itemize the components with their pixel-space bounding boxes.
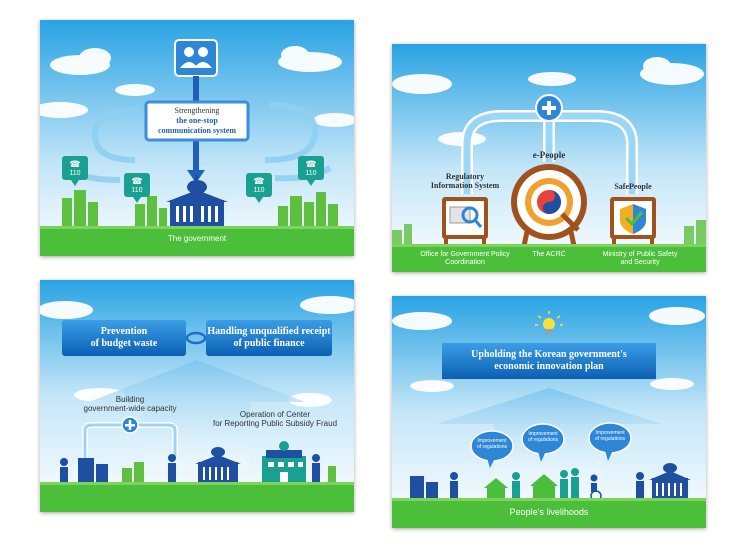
safepeople-title: SafePeople bbox=[614, 182, 652, 191]
panel-economic-innovation: Upholding the Korean government's econom… bbox=[392, 296, 706, 528]
panel-communication-system: Strengthening the one-stop communication… bbox=[40, 20, 354, 256]
phone-label-1: 110 bbox=[69, 170, 81, 177]
upward-arrow bbox=[89, 360, 305, 470]
bubble-1-line2: of regulations bbox=[476, 444, 508, 450]
improvement-bubbles bbox=[470, 422, 632, 468]
e-people-target-icon bbox=[511, 164, 587, 250]
caption-office-line1: Office for Government Policy bbox=[420, 251, 510, 258]
capacity-line1: Building bbox=[115, 395, 145, 404]
livelihoods-label: People's livelihoods bbox=[509, 507, 589, 517]
innovation-banner bbox=[442, 343, 656, 379]
panel4-illustration bbox=[392, 296, 706, 528]
phone-glyph-4: ☎ bbox=[305, 159, 317, 169]
center-operation-line2: for Reporting Public Subsidy Fraud bbox=[212, 419, 338, 428]
caption-ministry-line2: and Security bbox=[620, 259, 660, 266]
government-building-icon bbox=[195, 447, 241, 484]
clouds bbox=[392, 57, 704, 146]
handling-line1: Handling unqualified receipt bbox=[207, 326, 331, 337]
panel3-illustration bbox=[40, 280, 354, 512]
capacity-label: Building government-wide capacity bbox=[60, 395, 200, 413]
buildings-right bbox=[278, 192, 338, 228]
prevention-box-label: Prevention of budget waste bbox=[62, 320, 186, 356]
handling-box-label: Handling unqualified receipt of public f… bbox=[206, 320, 332, 356]
panel2-illustration bbox=[392, 44, 706, 272]
reporting-center-building-icon bbox=[262, 441, 306, 484]
prevention-box bbox=[62, 320, 186, 356]
people-right bbox=[312, 454, 336, 484]
panel-e-people: e-People Regulatory Information System S… bbox=[392, 44, 706, 272]
grass bbox=[40, 226, 354, 256]
bubble-2-line2: of regulations bbox=[527, 437, 559, 443]
prevention-line1: Prevention bbox=[100, 326, 148, 337]
lightbulb-icon bbox=[535, 311, 563, 334]
caption-ministry: Ministry of Public Safety and Security bbox=[580, 251, 700, 267]
clouds bbox=[40, 296, 354, 407]
regulatory-title-line2: Information System bbox=[430, 181, 500, 190]
bubble-label-2: Improvement of regulations bbox=[522, 431, 564, 443]
grass bbox=[392, 244, 706, 272]
caption-ministry-line1: Ministry of Public Safety bbox=[602, 251, 678, 258]
caption-office-line2: Coordination bbox=[445, 259, 485, 266]
caption-acrc: The ACRC bbox=[532, 251, 566, 258]
people-group bbox=[512, 468, 579, 500]
bubble-3-line1: Improvement bbox=[595, 430, 625, 436]
handling-line2: of public finance bbox=[233, 338, 305, 349]
phone-label-3: 110 bbox=[253, 187, 265, 194]
panel1-illustration bbox=[40, 20, 354, 256]
grass bbox=[40, 482, 354, 512]
bubble-1-line1: Improvement bbox=[477, 438, 507, 444]
banner-line2: economic innovation plan bbox=[494, 361, 604, 372]
regulatory-title-line1: Regulatory bbox=[445, 172, 485, 181]
clouds bbox=[40, 46, 354, 127]
clouds bbox=[392, 307, 705, 392]
phone-glyph-1: ☎ bbox=[69, 159, 81, 169]
bubble-3-line2: of regulations bbox=[594, 436, 626, 442]
capacity-line2: government-wide capacity bbox=[83, 404, 177, 413]
box-line3: communication system bbox=[158, 126, 236, 135]
buildings-left bbox=[62, 190, 167, 228]
government-building-icon bbox=[649, 463, 691, 500]
panel-public-finance: Prevention of budget waste Handling unqu… bbox=[40, 280, 354, 512]
buildings-left bbox=[410, 472, 458, 500]
communication-box bbox=[144, 100, 250, 142]
bubble-2-line1: Improvement bbox=[528, 431, 558, 437]
prevention-line2: of budget waste bbox=[90, 338, 158, 349]
caption-office-policy: Office for Government Policy Coordinatio… bbox=[402, 251, 528, 267]
buildings bbox=[392, 220, 706, 244]
grass bbox=[392, 498, 706, 528]
government-label: The government bbox=[167, 234, 227, 243]
communication-box-label: Strengthening the one-stop communication… bbox=[146, 104, 248, 138]
center-operation-label: Operation of Center for Reporting Public… bbox=[200, 410, 350, 428]
box-line1: Strengthening bbox=[174, 106, 220, 115]
government-building-icon bbox=[166, 175, 228, 226]
regulatory-board-icon bbox=[442, 197, 488, 249]
innovation-banner-label: Upholding the Korean government's econom… bbox=[442, 343, 656, 379]
safepeople-board-icon bbox=[610, 197, 656, 249]
buildings-left bbox=[60, 458, 108, 484]
phone-glyph-3: ☎ bbox=[253, 176, 265, 186]
center-operation-line1: Operation of Center bbox=[239, 410, 311, 419]
people-center bbox=[168, 454, 176, 484]
banner-line1: Upholding the Korean government's bbox=[471, 349, 627, 360]
phone-110-signs bbox=[62, 156, 324, 203]
phone-glyph-2: ☎ bbox=[131, 176, 143, 186]
e-people-title: e-People bbox=[532, 150, 566, 160]
plus-icon bbox=[121, 416, 139, 434]
box-line2: the one-stop bbox=[176, 116, 218, 125]
people-right bbox=[636, 472, 644, 500]
handling-box bbox=[206, 320, 332, 356]
regulatory-title: Regulatory Information System bbox=[412, 172, 518, 190]
houses bbox=[484, 474, 558, 500]
bubble-label-1: Improvement of regulations bbox=[471, 438, 513, 450]
bubble-label-3: Improvement of regulations bbox=[589, 430, 631, 442]
plus-icon bbox=[535, 94, 563, 122]
link-icon bbox=[185, 331, 207, 345]
phone-label-2: 110 bbox=[131, 187, 143, 194]
phone-label-4: 110 bbox=[305, 170, 317, 177]
users-icon bbox=[174, 39, 218, 77]
